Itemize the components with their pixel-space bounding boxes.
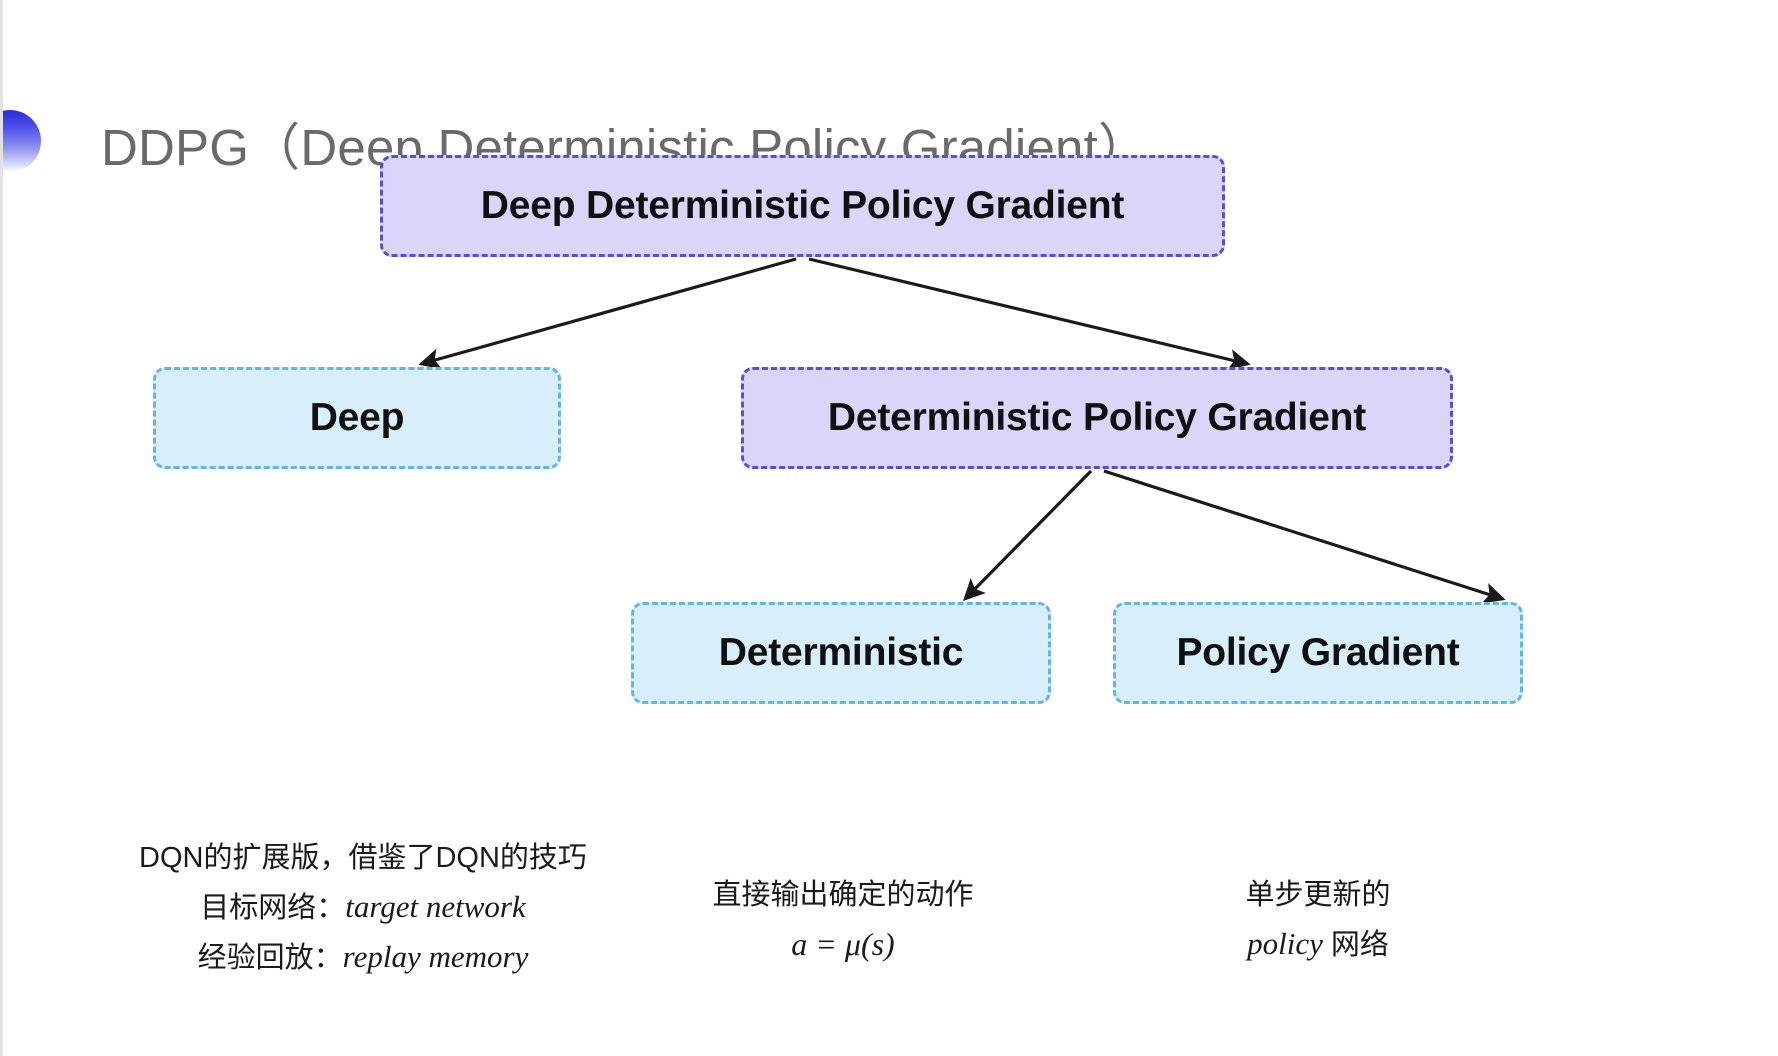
caption-deep-line-3: 经验回放：replay memory <box>63 932 663 982</box>
caption-policy-gradient: 单步更新的 policy 网络 <box>1113 872 1523 969</box>
caption-deterministic-formula: a = μ(s) <box>791 925 895 962</box>
caption-deep-line-2-term: target network <box>345 888 526 924</box>
node-deterministic-policy-gradient[interactable]: Deterministic Policy Gradient <box>741 367 1453 469</box>
node-label: Deep Deterministic Policy Gradient <box>480 183 1125 227</box>
arrow-root-to-deep <box>418 257 797 370</box>
caption-policy-gradient-line-1: 单步更新的 <box>1245 879 1391 911</box>
caption-policy-gradient-term: policy <box>1247 925 1323 961</box>
caption-deep-line-2-label: 目标网络： <box>200 891 346 924</box>
caption-deep-line-3-label: 经验回放： <box>197 942 343 975</box>
caption-deep-line-2: 目标网络：target network <box>63 882 663 932</box>
node-deep[interactable]: Deep <box>153 367 561 469</box>
node-label: Policy Gradient <box>1176 630 1460 674</box>
arrow-root-to-dpg <box>808 257 1251 370</box>
node-label: Deterministic Policy Gradient <box>827 395 1367 439</box>
caption-deterministic-line-1: 直接输出确定的动作 <box>712 879 974 911</box>
arrow-dpg-to-policy-gradient <box>1103 469 1506 604</box>
caption-deep-line-3-term: replay memory <box>342 939 529 975</box>
node-label: Deterministic <box>718 630 964 674</box>
caption-deterministic: 直接输出确定的动作 a = μ(s) <box>643 872 1043 971</box>
caption-deep-line-1: DQN的扩展版，借鉴了DQN的技巧 <box>139 842 587 874</box>
node-deep-deterministic-policy-gradient[interactable]: Deep Deterministic Policy Gradient <box>380 155 1225 257</box>
caption-policy-gradient-suffix: 网络 <box>1322 928 1389 961</box>
node-label: Deep <box>309 395 405 439</box>
slide-title-row: DDPG（Deep Deterministic Policy Gradient） <box>3 52 1778 176</box>
node-deterministic[interactable]: Deterministic <box>631 602 1051 704</box>
caption-deep: DQN的扩展版，借鉴了DQN的技巧 目标网络：target network 经验… <box>63 835 663 982</box>
node-policy-gradient[interactable]: Policy Gradient <box>1113 602 1523 704</box>
arrow-dpg-to-deterministic <box>963 469 1093 601</box>
bullet-circle-icon <box>3 110 41 172</box>
caption-policy-gradient-line-2: policy 网络 <box>1113 919 1523 969</box>
